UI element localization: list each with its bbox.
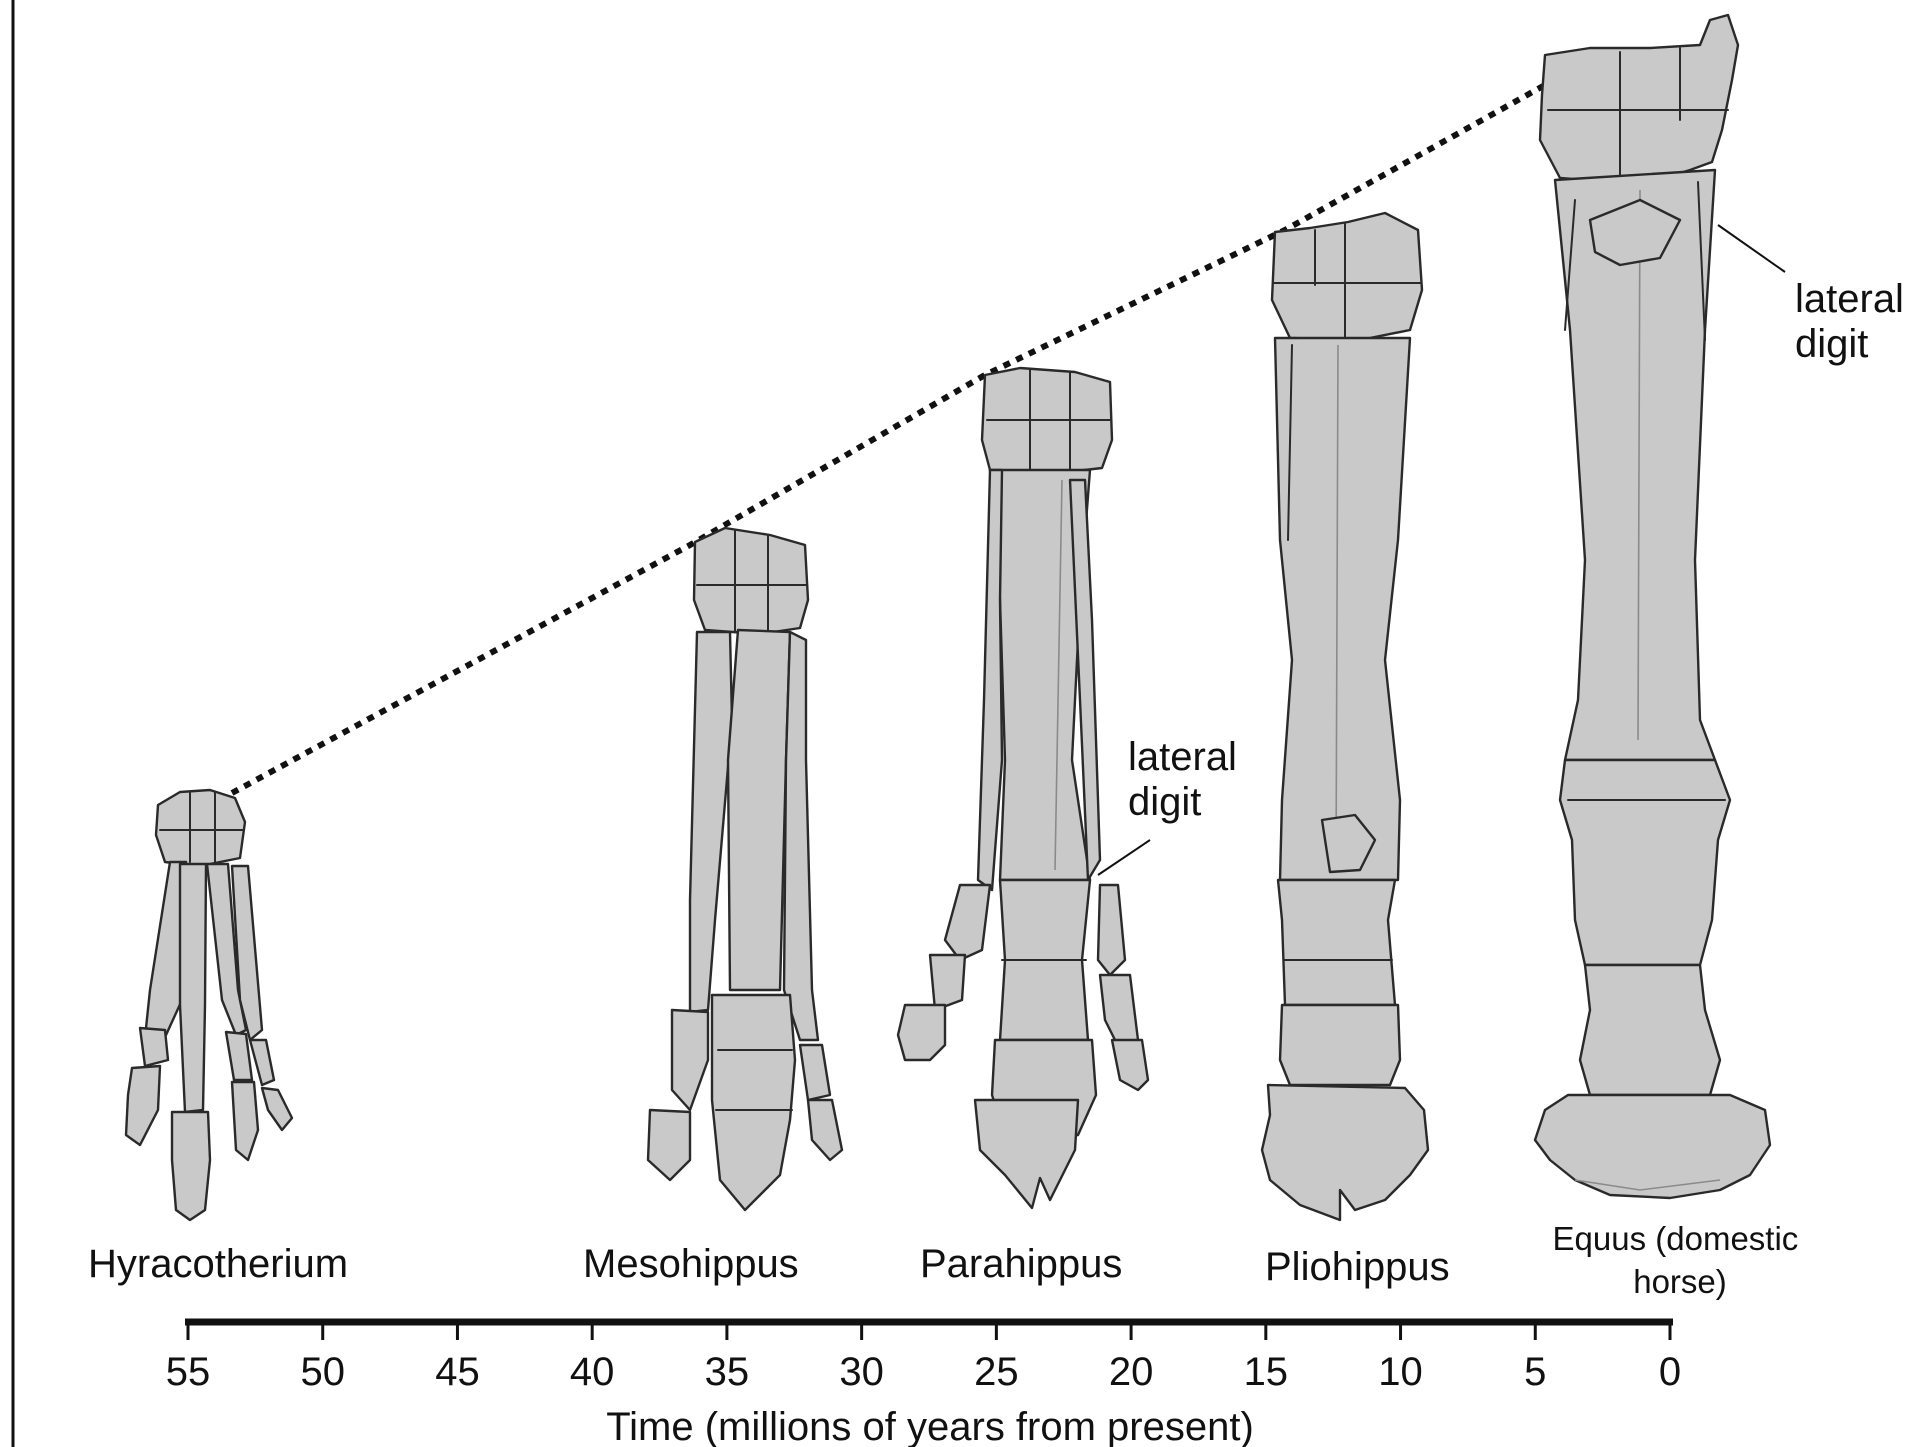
time-axis-tick-label: 30 [839, 1350, 884, 1394]
species-label-parahippus: Parahippus [920, 1242, 1122, 1286]
time-axis-tick-label: 20 [1109, 1350, 1154, 1394]
time-axis-tick-label: 45 [435, 1350, 480, 1394]
mesohippus-foot-bones [648, 528, 842, 1210]
species-label-hyracotherium: Hyracotherium [88, 1242, 348, 1286]
time-axis-tick-label: 50 [300, 1350, 345, 1394]
species-label-pliohippus: Pliohippus [1265, 1245, 1450, 1289]
time-axis-tick-label: 15 [1244, 1350, 1289, 1394]
time-axis-tick-label: 40 [570, 1350, 615, 1394]
equus-lateral-digit-pointer [1718, 225, 1785, 272]
hyracotherium-foot-bones [126, 790, 292, 1220]
time-axis-tick-label: 0 [1659, 1350, 1681, 1394]
species-label-equus: Equus (domestic horse) [1553, 1220, 1808, 1300]
equus-foot-bones [1535, 15, 1770, 1198]
time-axis-tick-label: 5 [1524, 1350, 1546, 1394]
parahippus-lateral-digit-pointer [1098, 840, 1150, 875]
parahippus-lateral-digit-label: lateral digit [1128, 735, 1248, 824]
pliohippus-foot-bones [1262, 213, 1428, 1220]
time-axis-tick-label: 10 [1378, 1350, 1423, 1394]
equus-lateral-digit-label: lateral digit [1795, 277, 1915, 366]
parahippus-foot-bones [898, 368, 1148, 1208]
species-label-mesohippus: Mesohippus [583, 1242, 799, 1286]
time-axis-tick-label: 35 [705, 1350, 750, 1394]
time-axis-tick-label: 25 [974, 1350, 1019, 1394]
time-axis-tick-label: 55 [166, 1350, 211, 1394]
time-axis-title: Time (millions of years from present) [606, 1405, 1254, 1447]
